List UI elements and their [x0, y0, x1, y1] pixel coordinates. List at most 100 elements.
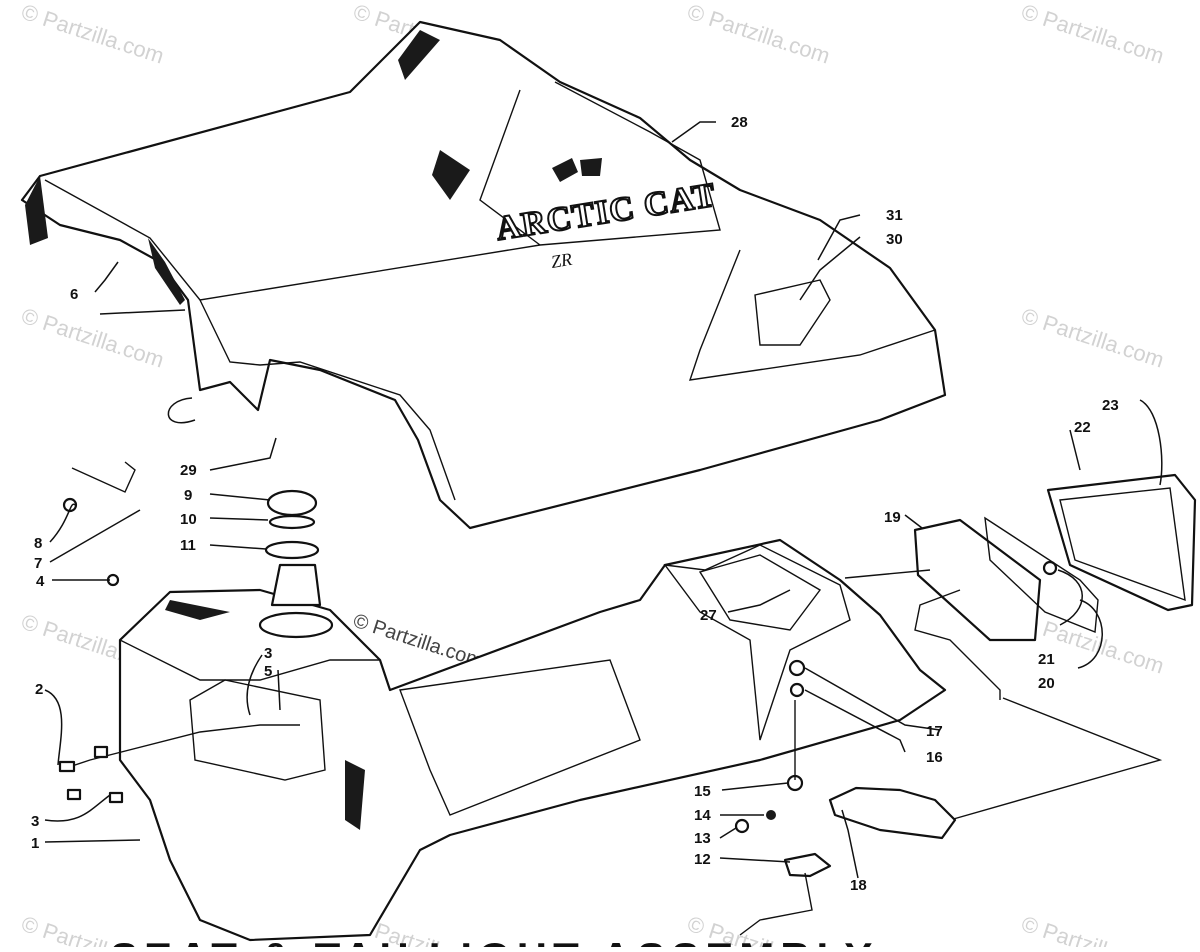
- callout-26: 29: [180, 462, 197, 479]
- fuel-tank-assembly: [58, 461, 947, 942]
- callout-28: 31: [886, 207, 903, 224]
- watermark: © Partzilla.com: [18, 303, 167, 373]
- callout-22: 22: [1074, 419, 1091, 436]
- watermark: © Partzilla.com: [1018, 0, 1167, 69]
- leader-3: [246, 654, 263, 716]
- callout-6: 6: [70, 286, 78, 303]
- callout-13: 13: [694, 830, 711, 847]
- leader-9: [209, 493, 271, 501]
- taillight-lens-detail: [1059, 487, 1186, 602]
- cap-gasket: [268, 514, 316, 530]
- callout-7: 7: [34, 555, 42, 572]
- harness-route: [844, 569, 1163, 821]
- callout-5: 5: [264, 663, 272, 680]
- nut: [734, 818, 750, 834]
- washer: [789, 682, 805, 698]
- seat-outline: [20, 20, 947, 530]
- line-clamp: [66, 788, 82, 801]
- tank-tray: [399, 659, 641, 816]
- seat-shadow-3: [432, 150, 470, 200]
- tank-shadow-1: [345, 760, 365, 830]
- page-title: SEAT & TAILLIGHT ASSEMBLY: [110, 934, 878, 947]
- seat-top-edge: [44, 81, 721, 301]
- callout-23: 23: [1102, 397, 1119, 414]
- callout-25: 28: [731, 114, 748, 131]
- callout-2: 2: [35, 681, 43, 698]
- watermark: © Partzilla.com: [1018, 303, 1167, 373]
- bracket: [828, 786, 957, 840]
- leader-3-left: [44, 794, 111, 822]
- logo-sub: ZR: [549, 249, 573, 272]
- leader-29: [99, 309, 186, 315]
- seat-handle-slot: [754, 279, 831, 346]
- grommet: [788, 659, 806, 677]
- vent-fitting: [62, 497, 78, 513]
- mount-cable: [739, 872, 813, 936]
- seat-assembly: ARCTIC CAT ZR: [20, 20, 947, 530]
- callout-10: 10: [180, 511, 197, 528]
- taillight-base: [913, 518, 1042, 642]
- leader-25: [671, 121, 716, 143]
- tank-upper-curve: [119, 639, 380, 681]
- callout-11: 11: [180, 537, 196, 554]
- leader-8: [49, 503, 76, 543]
- callout-3: 3: [264, 645, 272, 662]
- leader-12: [719, 857, 791, 863]
- leader-15: [721, 782, 789, 791]
- leader-16: [804, 689, 906, 753]
- callout-17: 17: [926, 723, 943, 740]
- leader-5: [277, 669, 281, 711]
- seat-panel-line: [479, 89, 541, 246]
- console-slot: [698, 554, 822, 631]
- watermark: © Partzilla.com: [684, 0, 833, 69]
- vent-hose: [71, 461, 136, 493]
- taillight-wire: [914, 589, 1001, 700]
- line-fitting: [93, 745, 109, 759]
- mount-plate: [783, 852, 832, 878]
- leader-27: [799, 236, 861, 301]
- leader-lines: [44, 121, 1163, 879]
- filler-opening: [258, 611, 334, 639]
- fuel-line: [59, 724, 300, 771]
- seat-side-edge: [199, 299, 456, 501]
- watermark: © Partzilla.com: [1018, 609, 1167, 679]
- taillight-assembly: [844, 473, 1197, 821]
- callout-3-left: 3: [31, 813, 39, 830]
- leader-21: [1057, 569, 1083, 626]
- line-fitting: [58, 760, 76, 773]
- callout-16: 16: [926, 749, 943, 766]
- callout-14: 14: [694, 807, 711, 824]
- leader-23: [1139, 399, 1163, 486]
- bracket-hardware: [734, 659, 957, 936]
- seat-shadow-2: [148, 238, 185, 305]
- leader-30-31: [167, 397, 196, 424]
- tank-console: [663, 544, 851, 741]
- leader-26: [209, 437, 277, 471]
- callout-20: 20: [1038, 675, 1055, 692]
- callout-1: 1: [31, 835, 39, 852]
- tank-shadow-2: [165, 600, 230, 620]
- leader-11: [209, 544, 267, 550]
- leader-17: [804, 667, 941, 731]
- callout-12: 12: [694, 851, 711, 868]
- leader-22: [1069, 429, 1081, 471]
- leader-19: [904, 514, 923, 529]
- callout-24: 27: [700, 607, 717, 624]
- seat-shadow-4: [398, 30, 440, 80]
- callout-4: 4: [36, 573, 45, 590]
- taillight-gasket: [984, 516, 1099, 633]
- leader-7: [49, 509, 141, 563]
- filler-ring: [264, 540, 320, 560]
- callout-18: 18: [850, 877, 867, 894]
- callout-labels: 28 31 30 6 29 9 10 11 8 7 4 2 3 1 3 5 27…: [31, 114, 1119, 894]
- leader-2: [44, 689, 63, 766]
- lock-washer: [766, 810, 776, 820]
- leader-24: [727, 589, 791, 613]
- callout-9: 9: [184, 487, 192, 504]
- seat-rear-curve: [688, 249, 936, 381]
- title-area: SEAT & TAILLIGHT ASSEMBLY: [110, 934, 878, 952]
- leader-13: [719, 827, 737, 839]
- tank-base-outline: [118, 538, 947, 942]
- watermark: © Partzilla.com: [1018, 911, 1167, 947]
